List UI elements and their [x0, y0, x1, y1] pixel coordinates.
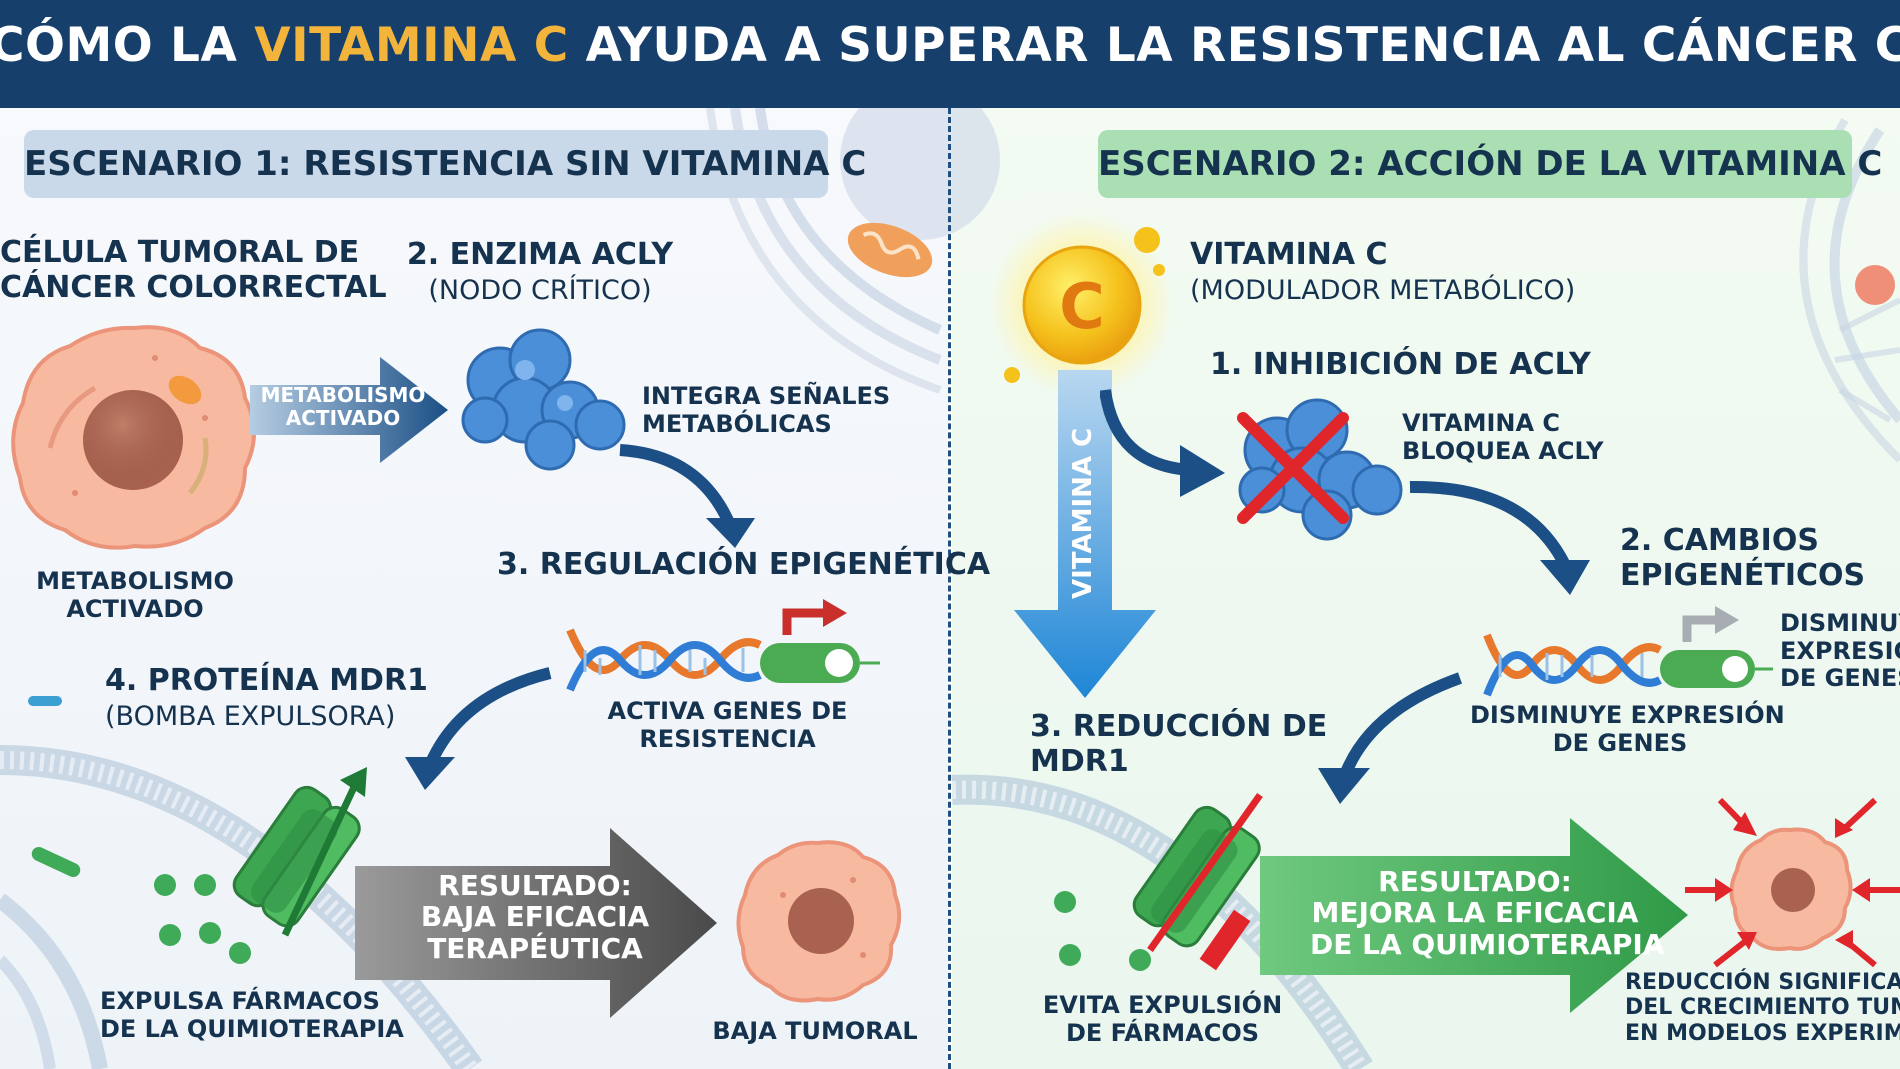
mdr1-pump-blocked-icon	[1132, 792, 1263, 971]
epigenetic-title: 3. REGULACIÓN EPIGENÉTICA	[497, 547, 991, 582]
pump-caption-2: EVITA EXPULSIÓN DE FÁRMACOS	[1042, 991, 1283, 1047]
flow-arrow-1	[619, 444, 755, 548]
enzyme-note: INTEGRA SEÑALES METABÓLICAS	[642, 382, 891, 438]
tumor-small-icon	[736, 840, 902, 1003]
vitamin-c-letter: C	[1059, 270, 1105, 343]
vitc-vertical-arrow	[1014, 370, 1156, 698]
title-highlight: VITAMINA C	[254, 18, 569, 73]
dna-side-note: DISMINUYE EXPRESIÓN DE GENES	[1780, 609, 1900, 693]
dna-helix-icon-2	[1483, 633, 1662, 697]
drug-particle-icon	[154, 874, 251, 964]
header-bar	[0, 0, 1900, 108]
dna-helix-icon	[566, 628, 762, 692]
inhibition-title: 1. INHIBICIÓN DE ACLY	[1210, 347, 1591, 382]
gene-switch-icon	[760, 599, 880, 683]
metabolism-arrow	[250, 357, 448, 463]
cell-label: CÉLULA TUMORAL DE CÁNCER COLORRECTAL	[0, 235, 387, 305]
pump-caption: EXPULSA FÁRMACOS DE LA QUIMIOTERAPIA	[100, 987, 404, 1043]
gene-switch-off-icon	[1660, 606, 1773, 688]
vitc-title: VITAMINA C	[1190, 237, 1388, 272]
vitc-vertical-label: VITAMINA C	[1068, 427, 1098, 599]
scenario-divider	[948, 108, 951, 1069]
epigenetic-changes-title: 2. CAMBIOS EPIGENÉTICOS	[1620, 523, 1866, 593]
enzyme-title: 2. ENZIMA ACLY	[406, 237, 674, 272]
dna-caption: ACTIVA GENES DE RESISTENCIA	[607, 697, 848, 753]
flow-arrow-4	[1409, 480, 1590, 595]
dna-caption-2: DISMINUYE EXPRESIÓN DE GENES	[1470, 701, 1785, 757]
metabolism-arrow-label: METABOLISMO ACTIVADO	[260, 383, 426, 430]
vitc-subtitle: (MODULADOR METABÓLICO)	[1190, 275, 1576, 306]
scenario2-banner: ESCENARIO 2: ACCIÓN DE LA VITAMINA C	[1098, 130, 1882, 198]
scenario1-banner: ESCENARIO 1: RESISTENCIA SIN VITAMINA C	[24, 130, 866, 198]
tumor-cell-icon	[11, 325, 256, 550]
result-arrow-scenario1	[355, 828, 717, 1018]
mdr1-reduction-title: 3. REDUCCIÓN DE MDR1	[1030, 709, 1328, 779]
tumor-caption: BAJA TUMORAL	[712, 1017, 918, 1045]
flow-arrow-2	[405, 667, 552, 790]
result-text-scenario2: RESULTADO: MEJORA LA EFICACIA DE LA QUIM…	[1310, 865, 1665, 961]
mdr1-subtitle: (BOMBA EXPULSORA)	[105, 701, 396, 732]
flow-arrow-3	[1100, 389, 1225, 497]
flow-arrow-5	[1318, 672, 1463, 804]
acly-enzyme-icon	[461, 328, 626, 471]
mdr1-title: 4. PROTEÍNA MDR1	[105, 663, 428, 698]
inhibition-note: VITAMINA C BLOQUEA ACLY	[1402, 409, 1604, 465]
result-text-scenario1: RESULTADO: BAJA EFICACIA TERAPÉUTICA	[420, 869, 650, 965]
enzyme-subtitle: (NODO CRÍTICO)	[428, 275, 652, 306]
mdr1-pump-icon	[232, 767, 367, 937]
mitochondria-icon	[847, 222, 933, 278]
vitamin-c-icon: C	[990, 213, 1174, 397]
result-arrow-scenario2	[1260, 818, 1688, 1013]
tumor-shrinking-icon	[1685, 797, 1900, 968]
cell-caption: METABOLISMO ACTIVADO	[36, 567, 234, 623]
inhibition-x-icon	[1237, 412, 1349, 524]
page-title: CÓMO LA VITAMINA C AYUDA A SUPERAR LA RE…	[0, 18, 1900, 73]
drug-particle-icon-2	[1054, 891, 1151, 971]
tumor-reduction-caption: REDUCCIÓN SIGNIFICATIVA DEL CRECIMIENTO …	[1625, 970, 1900, 1046]
